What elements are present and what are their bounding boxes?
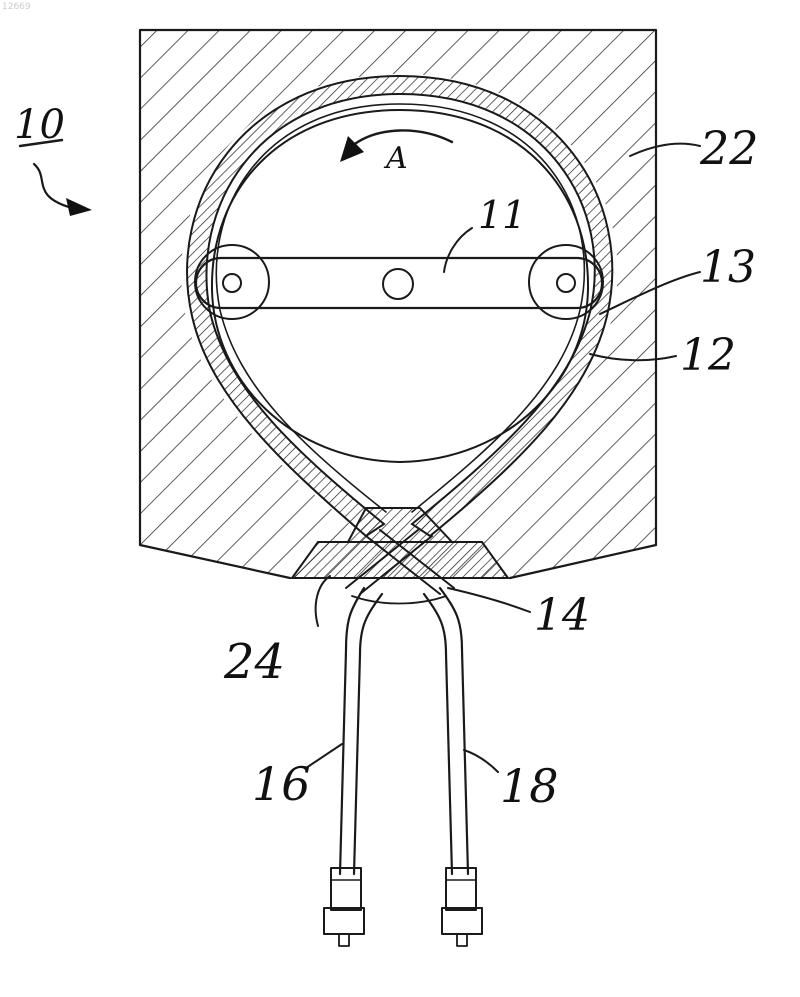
label-device-10: 10 xyxy=(14,102,65,148)
label-tube-12: 12 xyxy=(680,330,736,381)
corner-id-text: 12669 xyxy=(2,2,31,12)
label-seal-24: 24 xyxy=(223,634,285,690)
label-direction-a: A xyxy=(383,141,408,176)
label-inlet-16: 16 xyxy=(252,757,311,811)
label-outlet-18: 18 xyxy=(500,759,559,813)
outlet-line xyxy=(424,588,482,946)
housing-block xyxy=(140,30,656,578)
label-roller-13: 13 xyxy=(700,242,756,293)
label-fitting-14: 14 xyxy=(534,590,590,641)
label-housing-22: 22 xyxy=(699,121,759,175)
inlet-line xyxy=(324,588,382,946)
label-rotor-11: 11 xyxy=(478,193,526,237)
